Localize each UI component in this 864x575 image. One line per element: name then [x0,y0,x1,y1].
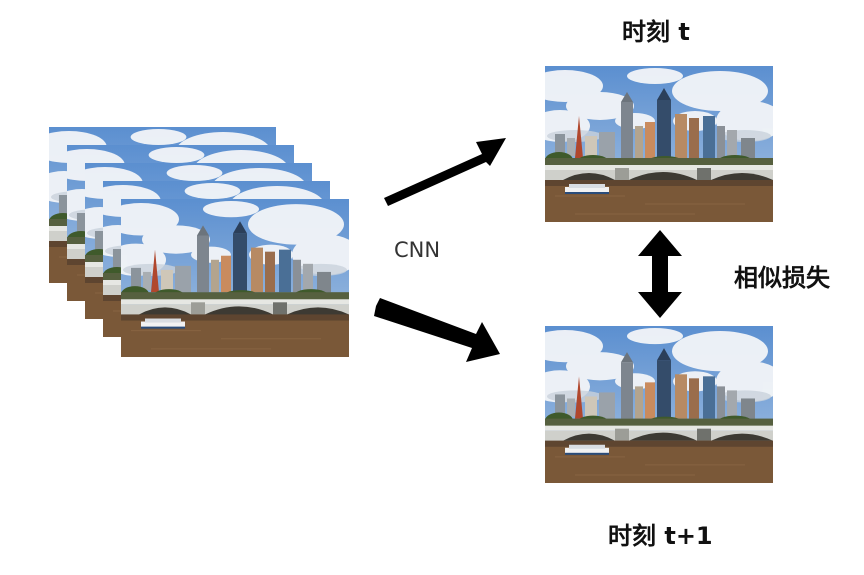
label-cnn: CNN [394,238,441,262]
frame-t [545,66,773,222]
frame-t-plus-1 [545,326,773,483]
label-time-t-plus-1: 时刻 t+1 [608,522,713,550]
arrow-up-right-icon [384,138,506,206]
arrow-down-right-icon [374,298,500,362]
label-similarity-loss: 相似损失 [734,264,830,292]
double-arrow-vertical-icon [638,230,682,318]
label-time-t: 时刻 t [622,18,690,46]
input-frame-1 [121,199,349,357]
